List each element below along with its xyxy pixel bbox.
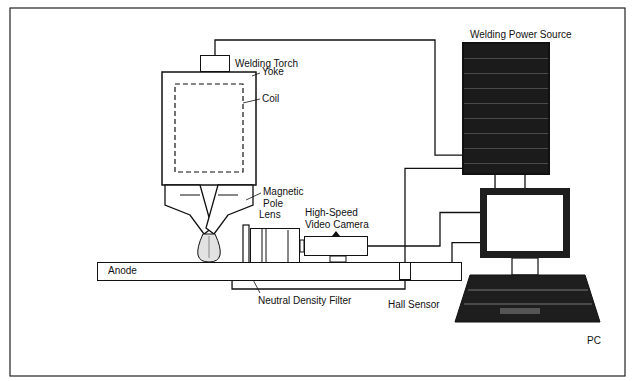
hall-sensor-box: Hall Sensor xyxy=(399,262,411,280)
pole-detail xyxy=(180,195,200,196)
camera-body: High-Speed Video Camera xyxy=(304,236,368,256)
node-label: High-Speed Video Camera xyxy=(305,207,375,230)
lens-ring xyxy=(262,228,263,264)
part-label: Coil xyxy=(262,93,279,105)
node-label: Hall Sensor xyxy=(388,299,440,311)
pc-base-line xyxy=(464,304,592,305)
coil-outline xyxy=(175,84,243,172)
node-label: PC xyxy=(587,335,601,347)
power-source-box: Welding Power Source xyxy=(462,42,550,175)
arc-core xyxy=(209,236,210,258)
lens-body: Lens xyxy=(250,228,300,264)
leader-line xyxy=(246,193,261,200)
leader-line xyxy=(243,99,260,103)
pc-drive xyxy=(500,308,540,314)
magnetic-pole-left xyxy=(165,185,212,234)
node-label: Welding Power Source xyxy=(470,29,572,41)
wire xyxy=(524,175,525,188)
yoke-housing xyxy=(162,72,256,185)
wire xyxy=(368,213,480,247)
wire xyxy=(215,40,462,155)
part-label: Neutral Density Filter xyxy=(258,295,351,307)
pc-base xyxy=(455,275,600,322)
wire xyxy=(494,175,495,188)
part-label: Yoke xyxy=(262,66,284,78)
lens-ring xyxy=(288,230,289,262)
nd-filter xyxy=(243,225,249,267)
lens-ring xyxy=(266,228,267,264)
arc-plasma xyxy=(198,234,221,262)
frame xyxy=(10,8,625,376)
node-label: Anode xyxy=(108,265,137,277)
monitor-stand xyxy=(512,258,538,275)
pc-monitor: PC xyxy=(480,188,570,258)
pc-base-line xyxy=(468,290,588,291)
part-label: Magnetic Pole xyxy=(263,186,311,209)
pole-detail xyxy=(218,195,238,196)
torch-box: Welding Torch xyxy=(200,55,230,72)
leader-line xyxy=(252,73,260,76)
node-label: Lens xyxy=(259,209,281,221)
